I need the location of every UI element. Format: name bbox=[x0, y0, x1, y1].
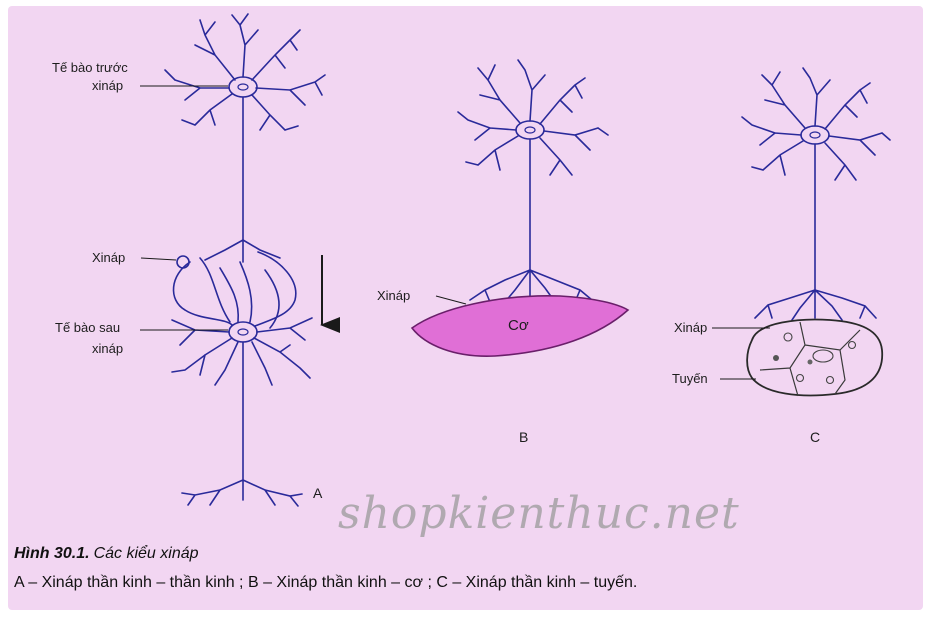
letter-b: B bbox=[519, 429, 528, 445]
label-synapse-b: Xináp bbox=[377, 288, 410, 303]
label-postsynaptic-line1: Tế bào sau bbox=[55, 320, 120, 335]
figure-legend: A – Xináp thần kinh – thần kinh ; B – Xi… bbox=[14, 574, 637, 592]
label-presynaptic-line1: Tế bào trước bbox=[52, 60, 128, 75]
label-synapse-a: Xináp bbox=[92, 250, 125, 265]
figure-caption-title: Hình 30.1.Các kiểu xináp bbox=[14, 545, 199, 563]
postsynaptic-neuron-a bbox=[172, 252, 312, 506]
label-synapse-c: Xináp bbox=[674, 320, 707, 335]
letter-c: C bbox=[810, 429, 820, 445]
letter-a: A bbox=[313, 485, 323, 501]
label-muscle: Cơ bbox=[508, 317, 529, 334]
watermark-text: shopkienthuc.net bbox=[338, 488, 740, 539]
synapse-knob-a bbox=[177, 256, 189, 268]
gland-cells bbox=[747, 320, 882, 396]
label-gland: Tuyến bbox=[672, 371, 708, 386]
neuron-c bbox=[742, 68, 890, 320]
presynaptic-neuron-a bbox=[165, 14, 325, 262]
label-presynaptic-line2: xináp bbox=[92, 78, 123, 93]
neuron-b bbox=[458, 60, 608, 302]
figure-subtitle: Các kiểu xináp bbox=[94, 545, 199, 562]
figure-number: Hình 30.1. bbox=[14, 545, 90, 562]
label-postsynaptic-line2: xináp bbox=[92, 341, 123, 356]
leader-synapse-b bbox=[436, 296, 466, 304]
leader-synapse-a bbox=[141, 258, 176, 260]
